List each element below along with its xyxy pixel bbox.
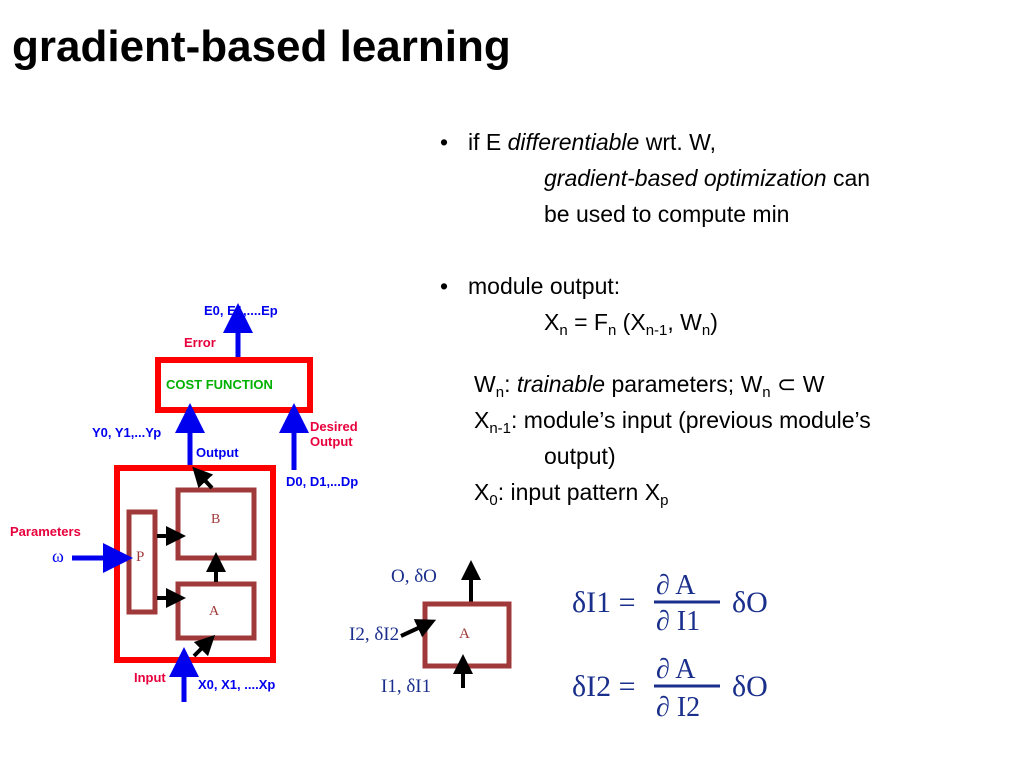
text-fragment: wrt. W, xyxy=(639,129,716,155)
bullet-continuation: be used to compute min xyxy=(544,201,790,227)
b-label: B xyxy=(211,512,220,527)
formula2-lhs: δI2 = xyxy=(572,670,636,703)
learning-machine-diagram: E0, E1,....Ep Error COST FUNCTION Y0, Y1… xyxy=(10,303,358,702)
text-emphasis: differentiable xyxy=(507,129,640,155)
desired-output-label: Output xyxy=(310,434,353,449)
formula-di1: δI1 = ∂ A ∂ I1 δO xyxy=(572,570,768,637)
e-label: E0, E1,....Ep xyxy=(204,303,278,318)
i2-arrow xyxy=(400,619,437,638)
bullet-list: • if E differentiable wrt. W, gradient-ba… xyxy=(440,124,1020,510)
p-label: P xyxy=(136,549,144,565)
desired-label: Desired xyxy=(310,419,358,434)
formula2-numerator: ∂ A xyxy=(656,654,696,685)
module-gradient-diagram: O, δO A I2, δI2 I1, δI1 xyxy=(349,560,512,697)
i2-label: I2, δI2 xyxy=(349,624,399,645)
module-a-label: A xyxy=(459,626,470,642)
input-label: Input xyxy=(134,670,166,685)
bullet-module-output: • module output: xyxy=(440,268,1020,304)
slide-title: gradient-based learning xyxy=(12,22,511,71)
definition-x: Xn-1: module’s input (previous module’s xyxy=(474,407,871,437)
d-label: D0, D1,...Dp xyxy=(286,474,358,489)
x-label: X0, X1, ....Xp xyxy=(198,677,275,692)
gradient-formulas: δI1 = ∂ A ∂ I1 δO δI2 = ∂ A ∂ I2 δO xyxy=(572,570,768,723)
bullet-dot: • xyxy=(440,273,449,299)
bullet-differentiable: • if E differentiable wrt. W, xyxy=(440,124,1020,160)
definition-x0: X0: input pattern Xp xyxy=(474,479,669,509)
definition-x-continuation: output) xyxy=(544,443,616,469)
i1-label: I1, δI1 xyxy=(381,676,431,697)
b-to-output-arrow xyxy=(192,466,214,490)
output-label: Output xyxy=(196,445,239,460)
text-emphasis: gradient-based optimization xyxy=(544,165,827,191)
o-label: O, δO xyxy=(391,566,437,587)
text-fragment: can xyxy=(826,165,871,191)
formula1-denominator: ∂ I1 xyxy=(656,606,700,637)
formula1-lhs: δI1 = xyxy=(572,586,636,619)
parameters-label: Parameters xyxy=(10,524,81,539)
bullet-continuation: gradient-based optimization can xyxy=(440,160,1020,196)
formula-di2: δI2 = ∂ A ∂ I2 δO xyxy=(572,654,768,723)
bullet-dot: • xyxy=(440,129,449,155)
formula2-denominator: ∂ I2 xyxy=(656,692,700,723)
module-box-a xyxy=(175,581,257,641)
error-label: Error xyxy=(184,335,216,350)
cost-function-box xyxy=(155,357,313,413)
definition-w: Wn: trainable parameters; Wn ⊂ W xyxy=(474,371,825,401)
formula1-rhs: δO xyxy=(732,586,768,619)
omega-label: ω xyxy=(52,546,64,566)
formula2-rhs: δO xyxy=(732,670,768,703)
module-equation: Xn = Fn (Xn-1, Wn) xyxy=(544,309,718,339)
a-label: A xyxy=(209,604,220,619)
cost-function-label: COST FUNCTION xyxy=(166,377,273,392)
y-label: Y0, Y1,...Yp xyxy=(92,425,161,440)
text-fragment: module output: xyxy=(468,273,621,299)
formula1-numerator: ∂ A xyxy=(656,570,696,601)
text-fragment: if E xyxy=(468,129,508,155)
